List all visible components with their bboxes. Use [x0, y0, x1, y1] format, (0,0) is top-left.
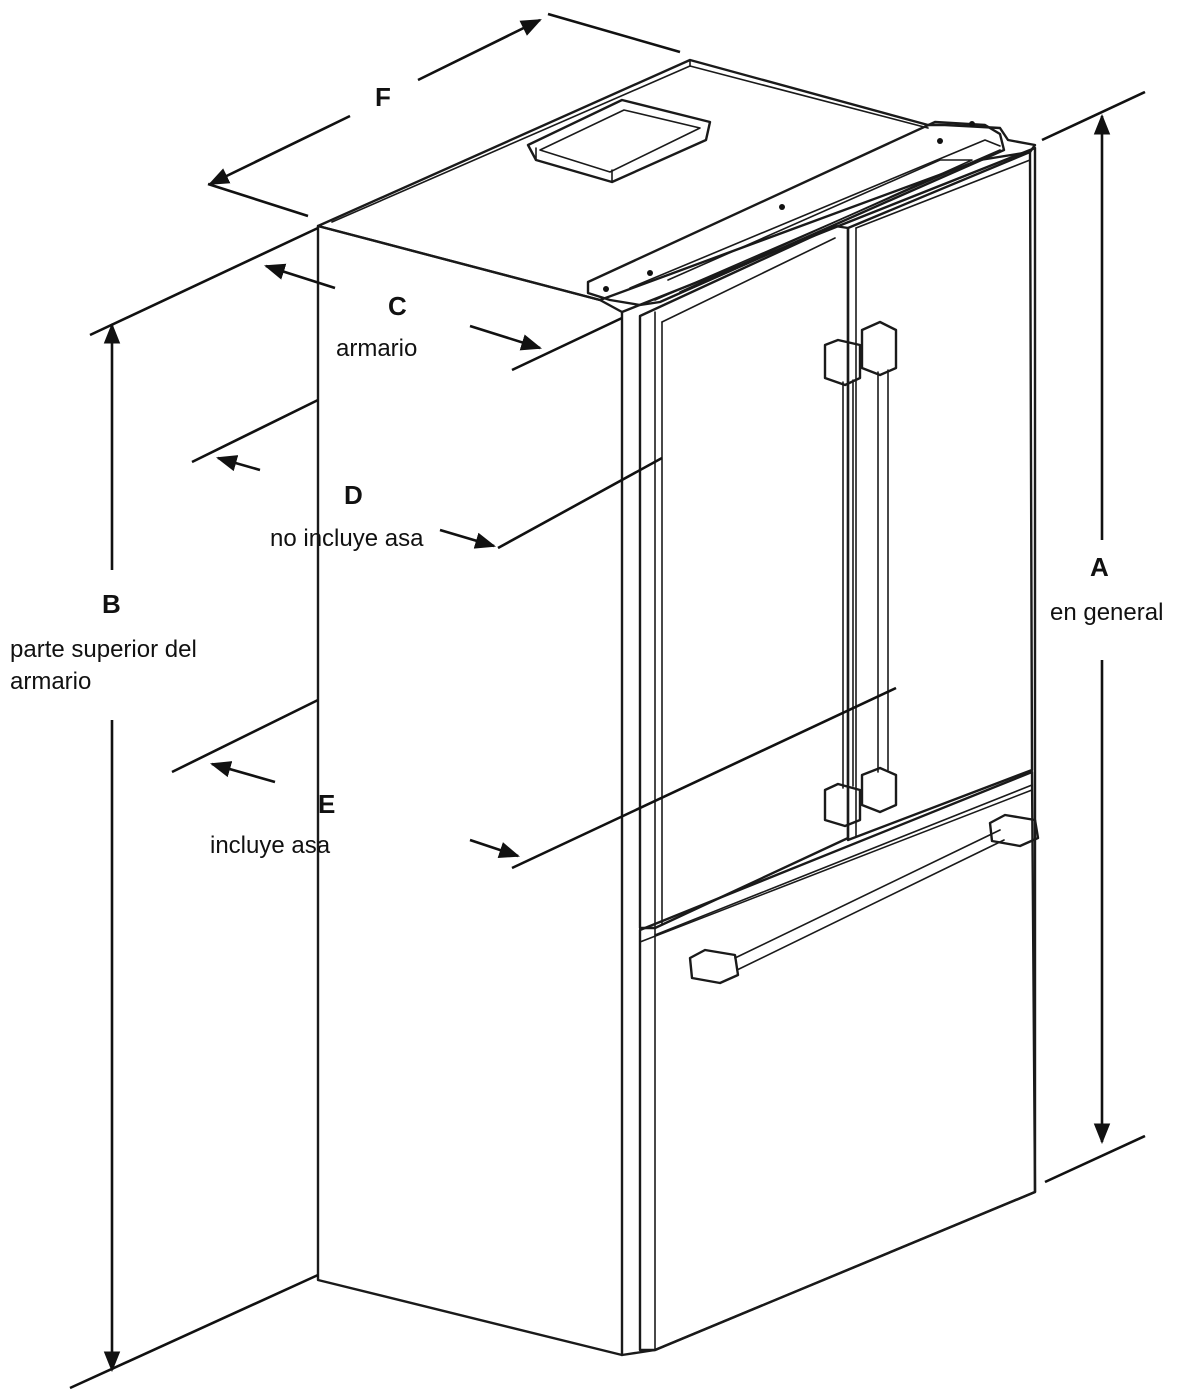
dimension-D-note: no incluye asa [270, 525, 424, 552]
fridge-top-surface [316, 58, 1037, 302]
dimension-B [69, 226, 319, 1390]
dimension-C-letter: C [388, 291, 407, 321]
refrigerator-drawing [316, 58, 1040, 1357]
dimension-E [171, 686, 897, 870]
top-vent-module [526, 98, 712, 184]
freezer-drawer-handle [688, 813, 1040, 985]
dimension-F-letter: F [375, 82, 391, 112]
top-hinge-rail [586, 120, 1006, 307]
right-french-door [846, 150, 1034, 842]
dimension-C-note: armario [336, 335, 417, 362]
dimension-A-letter: A [1090, 552, 1109, 582]
dimension-D [191, 398, 663, 550]
dimension-B-note-line1: parte superior del [10, 636, 197, 663]
left-french-door [638, 224, 850, 930]
fridge-side-panel [316, 224, 624, 1357]
dimension-A-note: en general [1050, 599, 1163, 626]
dimension-E-letter: E [318, 789, 335, 819]
french-door-handles [823, 320, 898, 828]
dimension-A [1041, 90, 1146, 1184]
dimension-B-letter: B [102, 589, 121, 619]
freezer-drawer [638, 770, 1037, 1352]
dimension-F [207, 12, 681, 218]
dimension-D-letter: D [344, 480, 363, 510]
dimension-B-note-line2: armario [10, 668, 91, 695]
dimension-C [264, 263, 623, 372]
fridge-front-frame [620, 146, 1037, 1357]
dimension-E-note: incluye asa [210, 832, 331, 859]
